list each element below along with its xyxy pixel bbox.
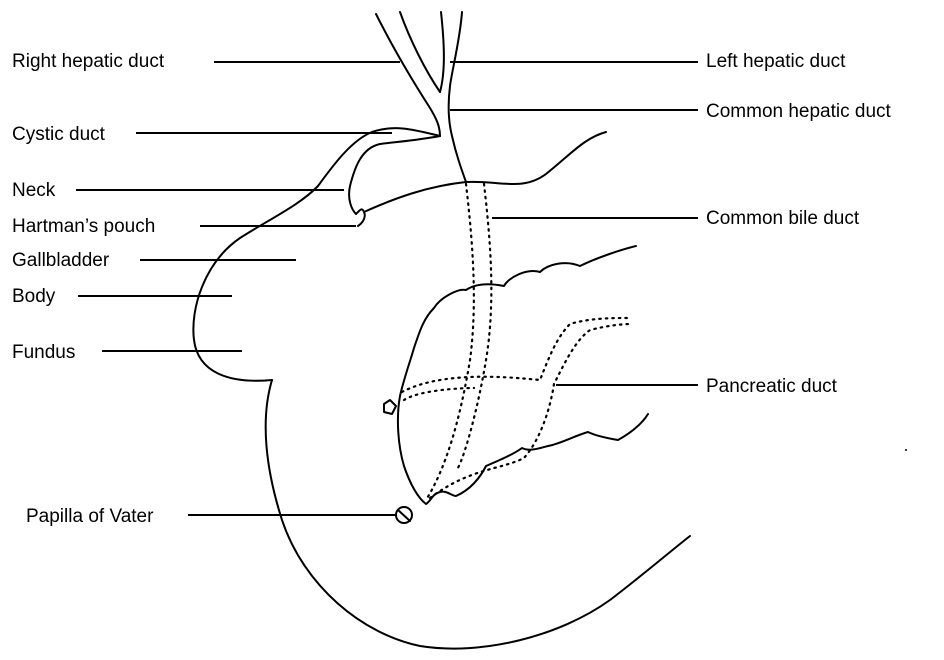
label-pancreatic-duct: Pancreatic duct — [706, 376, 838, 397]
label-papilla-of-vater: Papilla of Vater — [26, 506, 154, 527]
labels: Right hepatic duct Left hepatic duct Com… — [12, 51, 892, 527]
label-gallbladder: Gallbladder — [12, 250, 110, 271]
speck — [905, 449, 907, 451]
leader-lines — [76, 62, 698, 515]
label-fundus: Fundus — [12, 342, 75, 363]
gallbladder-drawing — [193, 128, 690, 648]
label-hartmans-pouch: Hartman’s pouch — [12, 216, 155, 237]
pancreas-drawing — [398, 246, 648, 504]
label-common-hepatic-duct: Common hepatic duct — [706, 101, 892, 122]
label-right-hepatic-duct: Right hepatic duct — [12, 51, 165, 72]
hepatic-ducts-drawing — [376, 12, 466, 182]
label-common-bile-duct: Common bile duct — [706, 208, 860, 229]
label-left-hepatic-duct: Left hepatic duct — [706, 51, 846, 72]
label-neck: Neck — [12, 180, 56, 201]
minor-papilla-marker — [384, 400, 396, 414]
label-body: Body — [12, 286, 56, 307]
dotted-ducts — [402, 184, 632, 500]
common-bile-duct-dots-left — [426, 184, 474, 500]
label-cystic-duct: Cystic duct — [12, 124, 106, 145]
